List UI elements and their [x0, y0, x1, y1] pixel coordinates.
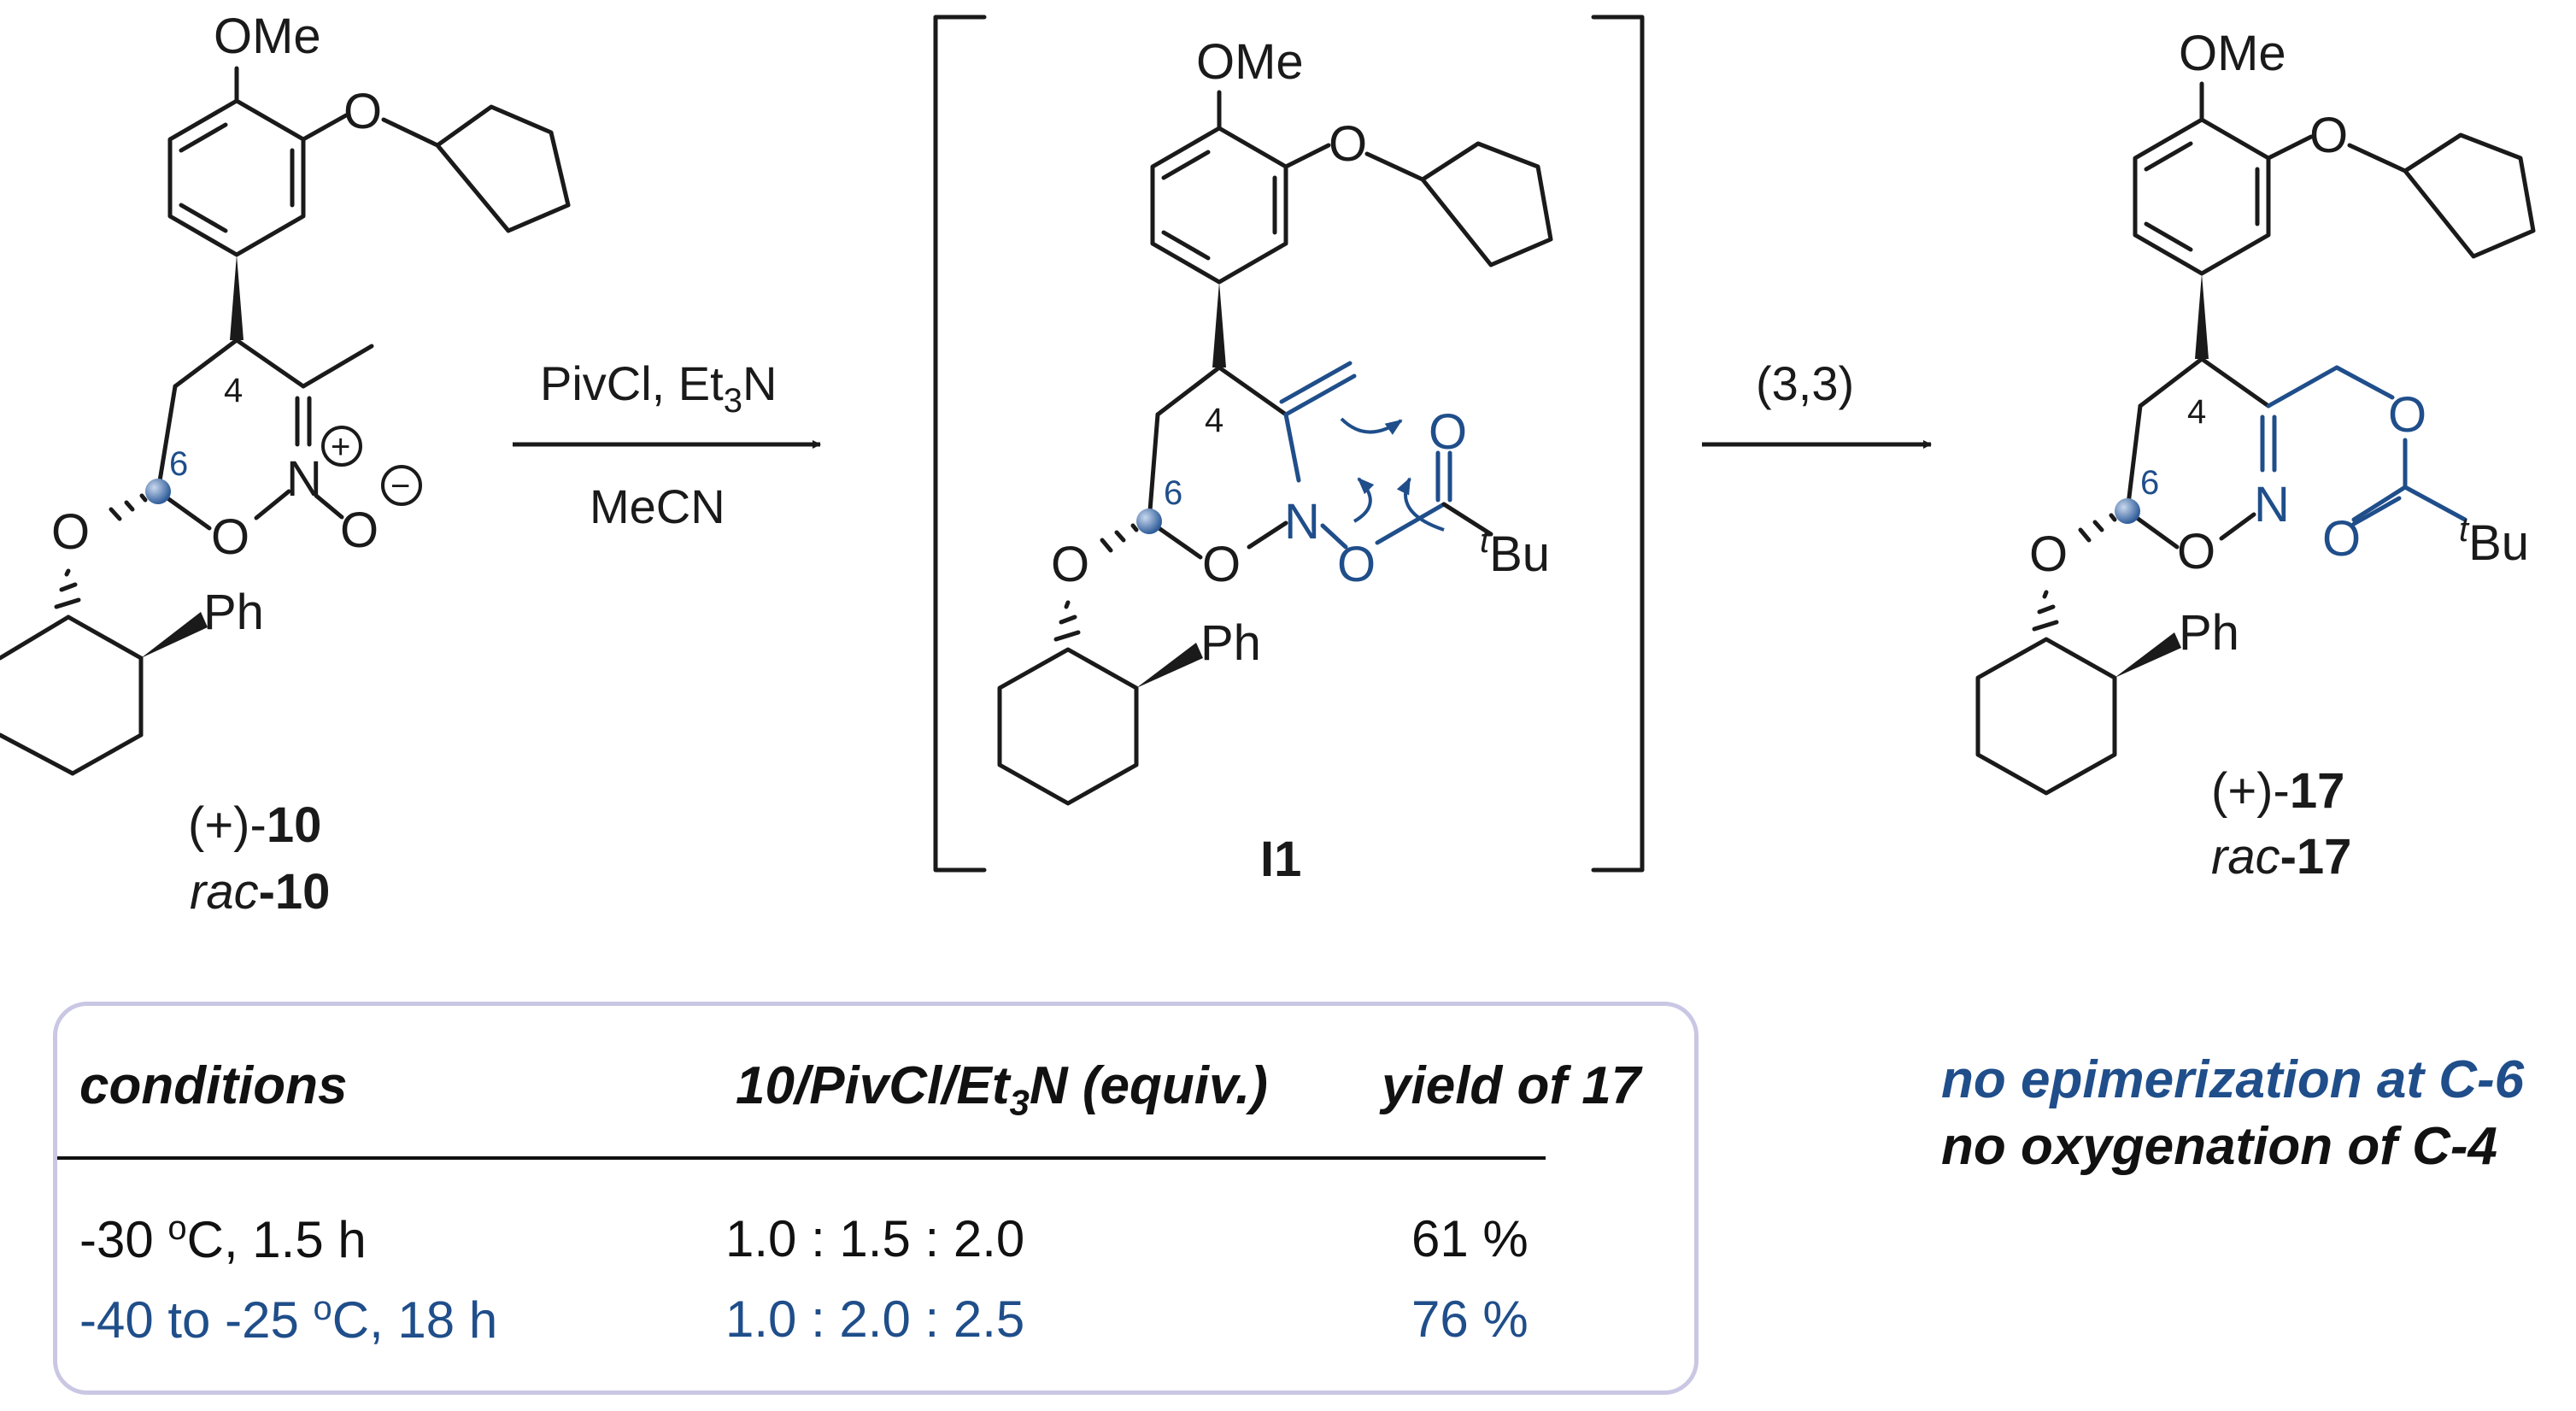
nitrone-oxygen: O [340, 503, 378, 558]
c6-label: 6 [2140, 464, 2159, 502]
row1-equivalents: 1.0 : 1.5 : 2.0 [725, 1210, 1025, 1267]
ring-oxygen: O [1202, 537, 1241, 592]
c4-label: 4 [2187, 393, 2206, 431]
negative-charge: − [390, 467, 410, 505]
ether-oxygen: O [2309, 108, 2348, 163]
carbonyl-oxygen: O [2322, 511, 2361, 567]
header-yield: yield of 17 [1382, 1056, 1641, 1115]
row1-conditions: -30 oC, 1.5 h [79, 1209, 367, 1268]
c6-stereocenter [145, 479, 171, 504]
oxime-nitrogen: N [2254, 477, 2290, 532]
right-bracket [1591, 15, 1645, 873]
tbu-label: tBu [2459, 511, 2529, 571]
glycoside-oxygen: O [2029, 526, 2068, 582]
c6-stereocenter [1136, 509, 1162, 534]
compound-10-label-1: (+)-10 [188, 797, 321, 853]
compound-10-label-2: rac-10 [190, 864, 330, 920]
carbonyl-oxygen: O [1429, 404, 1467, 460]
arrow1-reagents: PivCl, Et3N [540, 356, 777, 420]
enamine-nitrogen: N [1284, 494, 1320, 550]
note-oxygenation: no oxygenation of C-4 [1941, 1117, 2497, 1176]
glycoside-oxygen: O [1051, 537, 1089, 592]
ester-oxygen: O [2388, 387, 2426, 443]
left-bracket [933, 15, 987, 873]
conditions-table: conditions 10/PivCl/Et3N (equiv.) yield … [53, 1002, 1699, 1395]
phenyl-label: Ph [2179, 605, 2239, 661]
arrow1-solvent: MeCN [590, 479, 725, 533]
reaction-arrow-2: (3,3) [1702, 356, 1932, 449]
ring-oxygen: O [211, 509, 249, 565]
compound-10: OMe O 4 N + O − O 6 O [0, 9, 571, 920]
row1-yield: 61 % [1411, 1210, 1529, 1267]
phenyl-label: Ph [1200, 615, 1261, 671]
note-epimerization: no epimerization at C-6 [1941, 1050, 2525, 1109]
row2-yield: 76 % [1411, 1290, 1529, 1348]
c6-label: 6 [169, 445, 188, 483]
ome-label: OMe [214, 9, 321, 64]
ether-oxygen: O [1329, 116, 1367, 172]
compound-17-label-2: rac-17 [2211, 829, 2351, 885]
reaction-arrow-1: PivCl, Et3N MeCN [513, 356, 821, 533]
phenyl-label: Ph [203, 585, 264, 640]
ring-oxygen: O [2177, 524, 2215, 579]
glycoside-oxygen: O [51, 504, 90, 560]
positive-charge: + [331, 428, 350, 466]
header-equivalents: 10/PivCl/Et3N (equiv.) [736, 1056, 1268, 1123]
compound-17-label-1: (+)-17 [2211, 763, 2344, 819]
c4-label: 4 [224, 372, 243, 409]
row2-equivalents: 1.0 : 2.0 : 2.5 [725, 1290, 1025, 1348]
intermediate-label: I1 [1260, 832, 1301, 887]
ether-oxygen: O [343, 84, 382, 139]
header-rule [57, 1156, 1546, 1160]
intermediate-I1: OMe O 4 N O O tBu O 6 [933, 15, 1645, 887]
acyloxy-oxygen: O [1337, 537, 1376, 592]
c6-stereocenter [2115, 498, 2140, 524]
ome-label: OMe [1196, 34, 1304, 90]
c4-label: 4 [1205, 402, 1223, 439]
header-conditions: conditions [79, 1056, 348, 1115]
arrow2-label: (3,3) [1756, 356, 1854, 410]
row2-conditions: -40 to -25 oC, 18 h [79, 1290, 498, 1349]
c6-label: 6 [1164, 474, 1182, 512]
tbu-label: tBu [1480, 522, 1550, 582]
ome-label: OMe [2179, 26, 2286, 81]
compound-17: OMe O 4 O O tBu N O 6 [1975, 26, 2536, 885]
